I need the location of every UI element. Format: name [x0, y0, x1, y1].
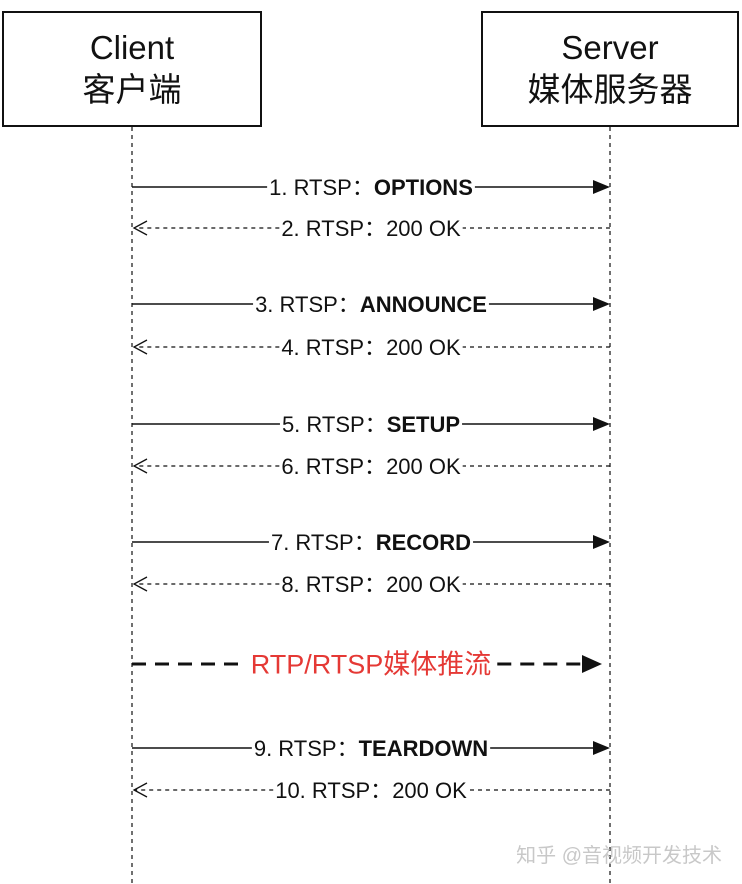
message-prefix: 8. RTSP： — [281, 572, 386, 597]
message-prefix: 5. RTSP： — [282, 412, 387, 437]
message-label: 6. RTSP：200 OK — [281, 454, 461, 479]
message-label: 8. RTSP：200 OK — [281, 572, 461, 597]
server-name: Server — [561, 29, 659, 66]
client-subtitle: 客户端 — [82, 71, 182, 108]
message-label: 7. RTSP：RECORD — [271, 530, 471, 555]
message-label: 4. RTSP：200 OK — [281, 335, 461, 360]
message-prefix: 6. RTSP： — [281, 454, 386, 479]
message-keyword: RECORD — [376, 530, 471, 555]
arrow-head-icon — [593, 417, 610, 431]
open-arrow-head-icon — [132, 458, 148, 474]
open-arrow-head-icon — [132, 220, 148, 236]
message-keyword: 200 OK — [386, 335, 461, 360]
message-keyword: RTP/RTSP媒体推流 — [251, 650, 492, 680]
arrow-head-icon — [593, 741, 610, 755]
message-7: 7. RTSP：RECORD — [132, 530, 610, 555]
message-8: 8. RTSP：200 OK — [132, 572, 610, 597]
arrow-head-icon — [593, 180, 610, 194]
open-arrow-head-icon — [132, 339, 148, 355]
arrow-head-icon — [593, 297, 610, 311]
message-prefix: 3. RTSP： — [255, 292, 360, 317]
message-4: 4. RTSP：200 OK — [132, 335, 610, 360]
arrow-head-icon — [593, 535, 610, 549]
message-10: 9. RTSP：TEARDOWN — [132, 736, 610, 761]
message-keyword: SETUP — [387, 412, 460, 437]
message-6: 6. RTSP：200 OK — [132, 454, 610, 479]
message-label: 10. RTSP：200 OK — [275, 778, 467, 803]
watermark: 知乎 @音视频开发技术 — [516, 845, 722, 867]
message-label: 2. RTSP：200 OK — [281, 216, 461, 241]
message-11: 10. RTSP：200 OK — [132, 778, 610, 803]
open-arrow-head-icon — [132, 576, 148, 592]
message-prefix: 2. RTSP： — [281, 216, 386, 241]
message-5: 5. RTSP：SETUP — [132, 412, 610, 437]
open-arrow-head-icon — [132, 782, 148, 798]
arrow-head-icon — [582, 655, 602, 673]
client-name: Client — [89, 29, 175, 66]
client-box: Client 客户端 — [2, 11, 262, 127]
message-keyword: 200 OK — [386, 216, 461, 241]
message-keyword: OPTIONS — [374, 175, 473, 200]
message-label: 3. RTSP：ANNOUNCE — [255, 292, 487, 317]
message-keyword: 200 OK — [386, 572, 461, 597]
message-keyword: 200 OK — [392, 778, 467, 803]
server-subtitle: 媒体服务器 — [527, 71, 693, 108]
message-label: RTP/RTSP媒体推流 — [251, 650, 492, 680]
message-keyword: 200 OK — [386, 454, 461, 479]
message-keyword: TEARDOWN — [359, 736, 489, 761]
server-box: Server 媒体服务器 — [481, 11, 739, 127]
message-keyword: ANNOUNCE — [360, 292, 487, 317]
message-label: 5. RTSP：SETUP — [282, 412, 460, 437]
message-prefix: 4. RTSP： — [281, 335, 386, 360]
message-label: 9. RTSP：TEARDOWN — [254, 736, 488, 761]
message-1: 1. RTSP：OPTIONS — [132, 175, 610, 200]
message-prefix: 10. RTSP： — [275, 778, 392, 803]
message-2: 2. RTSP：200 OK — [132, 216, 610, 241]
message-prefix: 7. RTSP： — [271, 530, 376, 555]
message-label: 1. RTSP：OPTIONS — [269, 175, 473, 200]
message-3: 3. RTSP：ANNOUNCE — [132, 292, 610, 317]
message-9: RTP/RTSP媒体推流 — [132, 650, 602, 680]
message-prefix: 9. RTSP： — [254, 736, 359, 761]
message-prefix: 1. RTSP： — [269, 175, 374, 200]
